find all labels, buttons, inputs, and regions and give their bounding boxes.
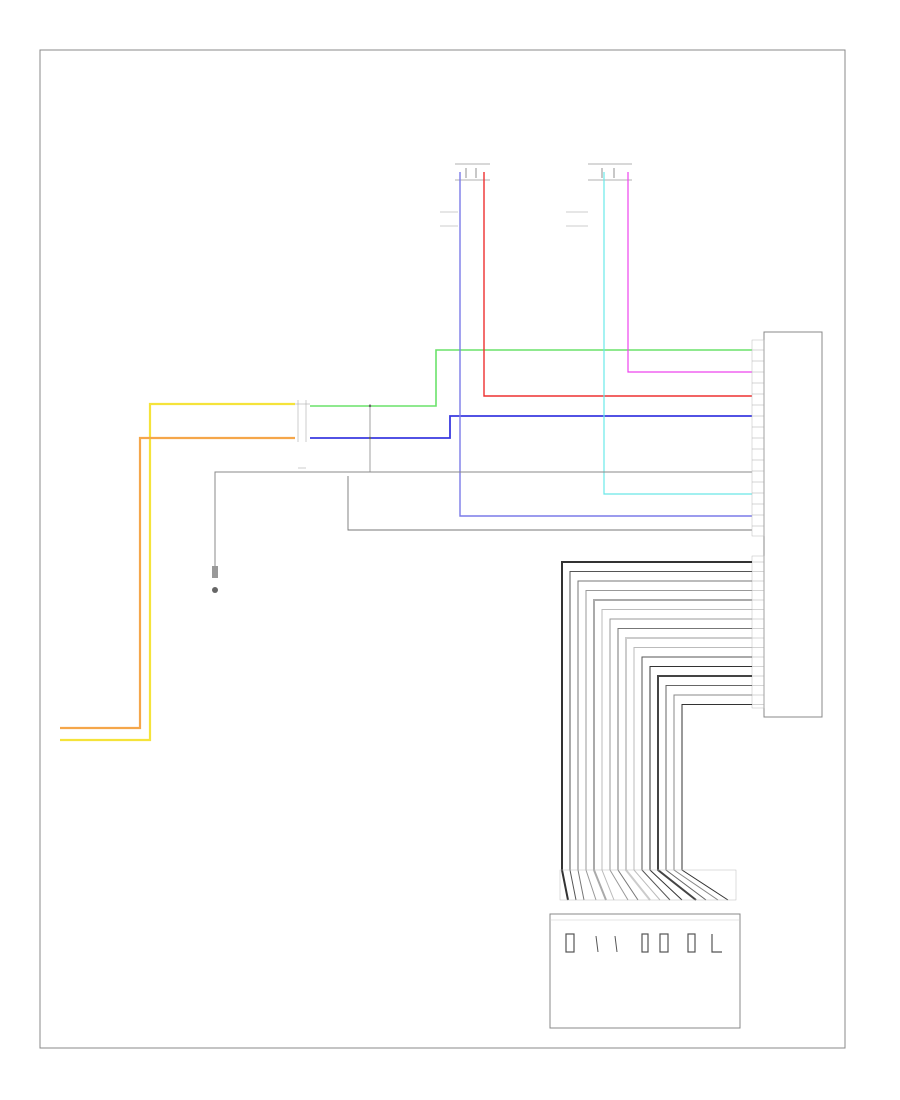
bundle-wire (585, 590, 752, 901)
bundle-wire (665, 685, 752, 901)
bundle-wire (609, 618, 752, 901)
wire-green (310, 349, 752, 407)
sensor-3-icon (687, 933, 696, 953)
wire-cyan (603, 172, 752, 495)
diagram-border (39, 49, 846, 1049)
bundle-wire (601, 609, 752, 901)
bundle-wire (657, 675, 752, 901)
sensor-connector (559, 869, 737, 901)
bundle-wire (561, 561, 752, 901)
bundle-wire (673, 694, 752, 901)
bundle-wire (625, 637, 752, 901)
wire-magenta (627, 172, 752, 373)
sensor-box (549, 913, 741, 1029)
sensor-wire-bundle (559, 561, 752, 901)
right-switch-connector (566, 163, 632, 227)
wire-blue-main (310, 415, 752, 439)
bundle-wire (633, 647, 752, 901)
wire-red (483, 172, 752, 397)
bundle-wire (681, 704, 752, 901)
module-upper-pins (752, 349, 764, 527)
sensor-2-icon (641, 933, 649, 953)
control-module (751, 331, 823, 718)
left-switch-connector (440, 163, 490, 227)
bundle-wire (577, 580, 752, 901)
ground-symbol (212, 566, 218, 593)
wire-orange (60, 436, 295, 730)
bundle-wire (641, 656, 752, 901)
bundle-wire (617, 628, 752, 901)
wire-blue-light (459, 172, 752, 517)
bundle-wire (593, 599, 752, 901)
sensor-1-icon (565, 933, 575, 953)
bundle-wire (569, 571, 752, 901)
junction-connector (297, 400, 372, 469)
module-lower-pins (752, 561, 764, 705)
bundle-wire (649, 666, 752, 901)
wire-yellow (60, 402, 310, 742)
wire-gray-ground (214, 404, 752, 566)
